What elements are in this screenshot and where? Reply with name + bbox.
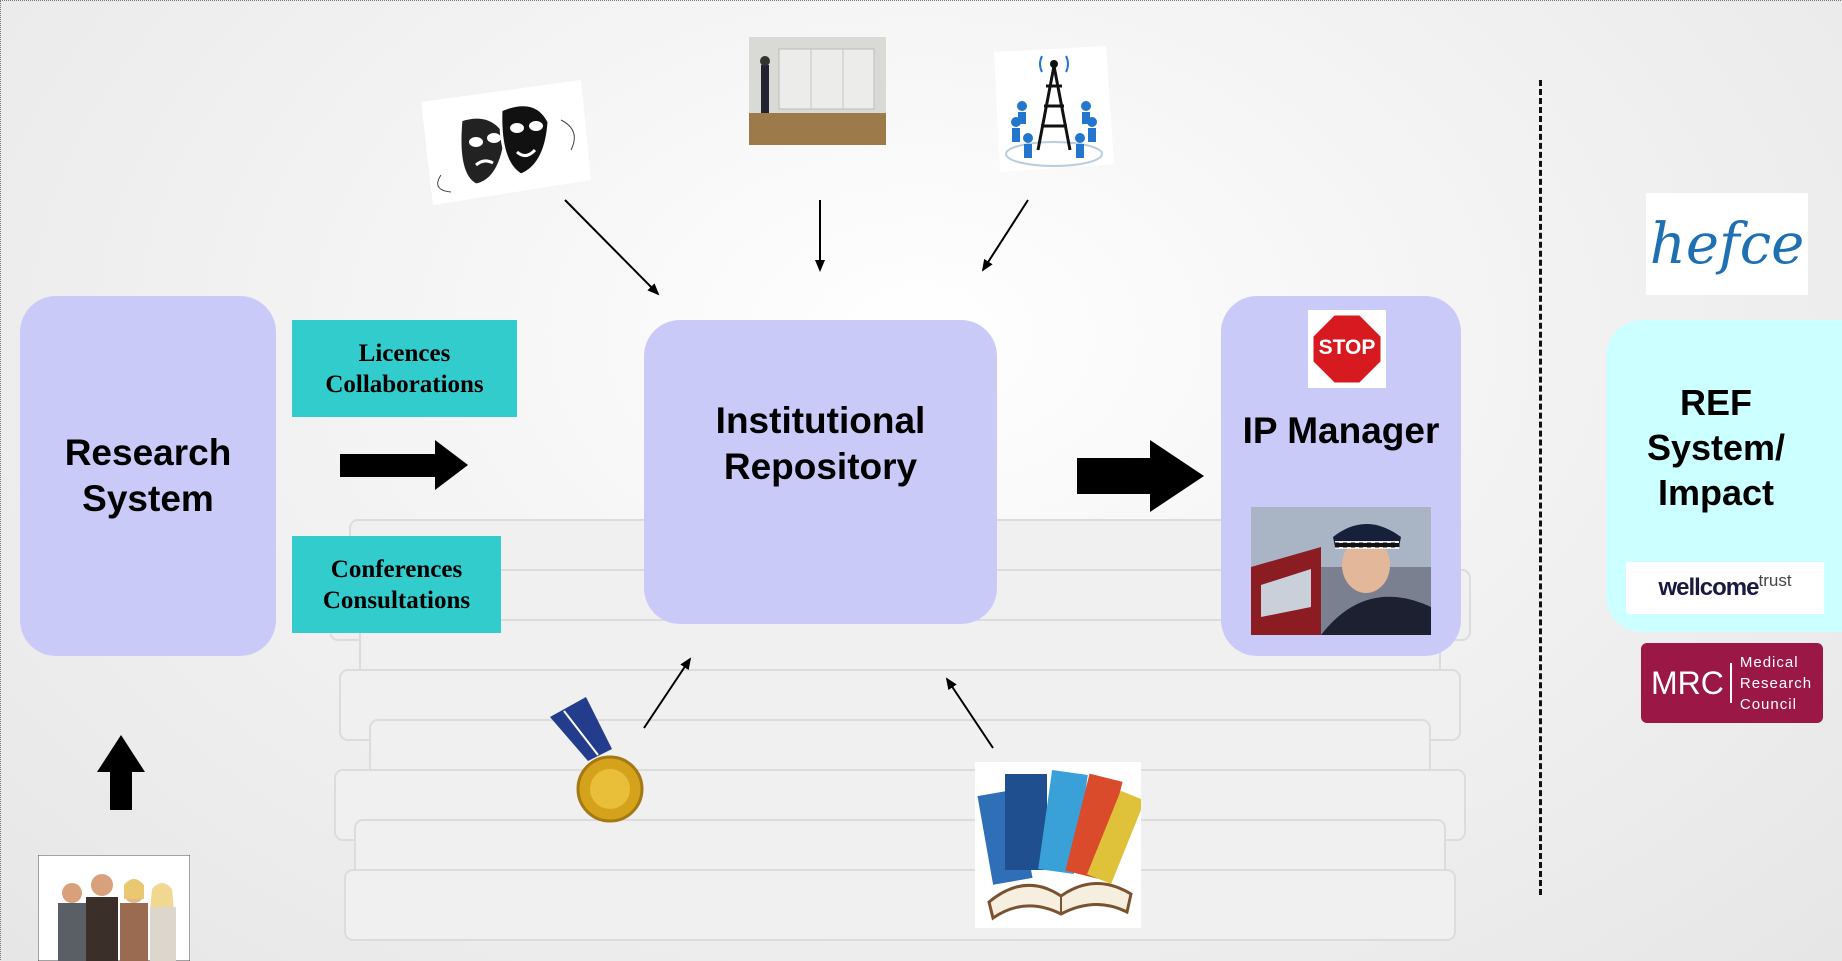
institutional-repository-node: Institutional Repository (644, 320, 997, 624)
hefce-logo: hefce (1646, 193, 1808, 295)
mrc-logo-text: MRC (1641, 663, 1732, 703)
hefce-logo-text: hefce (1649, 211, 1805, 277)
research-system-label: Research System (64, 432, 232, 519)
police-officer-icon (1251, 507, 1431, 635)
wellcome-logo-text: wellcome (1658, 574, 1759, 601)
licences-text: Licences (358, 339, 451, 367)
research-system-node: Research System (20, 296, 276, 656)
people-group-icon (38, 855, 190, 961)
art-gallery-icon (749, 37, 886, 145)
ref-system-label: REF System/ Impact (1646, 382, 1786, 513)
mrc-logo-subtext: Medical Research Council (1739, 653, 1813, 713)
arrow-medal-to-repository (643, 657, 692, 729)
licences-collaborations-label: Licences Collaborations (292, 320, 517, 417)
wellcome-trust-logo-text: trust (1758, 571, 1792, 590)
mrc-logo: MRC Medical Research Council (1641, 643, 1823, 723)
medal-icon (550, 697, 644, 823)
stop-sign-icon: STOP (1308, 310, 1386, 388)
collaborations-text: Collaborations (325, 370, 484, 398)
arrow-books-to-repository (945, 677, 994, 749)
arrow-repository-to-ip-manager (1077, 440, 1204, 512)
broadcast-tower-icon (994, 46, 1114, 172)
arrow-research-to-repository (340, 440, 468, 490)
arrow-people-to-research (97, 735, 145, 810)
stop-sign-text: STOP (1318, 336, 1376, 359)
arrow-masks-to-repository (564, 199, 660, 296)
consultations-text: Consultations (322, 586, 471, 614)
wellcome-trust-logo: wellcome trust (1626, 562, 1824, 614)
institutional-repository-label: Institutional Repository (715, 400, 926, 487)
books-icon (975, 762, 1141, 928)
conferences-text: Conferences (330, 555, 463, 583)
arrow-tower-to-repository (981, 199, 1029, 272)
theatre-masks-icon (421, 80, 591, 205)
conferences-consultations-label: Conferences Consultations (292, 536, 501, 633)
section-divider (1539, 80, 1542, 895)
ip-manager-label: IP Manager (1242, 410, 1440, 451)
